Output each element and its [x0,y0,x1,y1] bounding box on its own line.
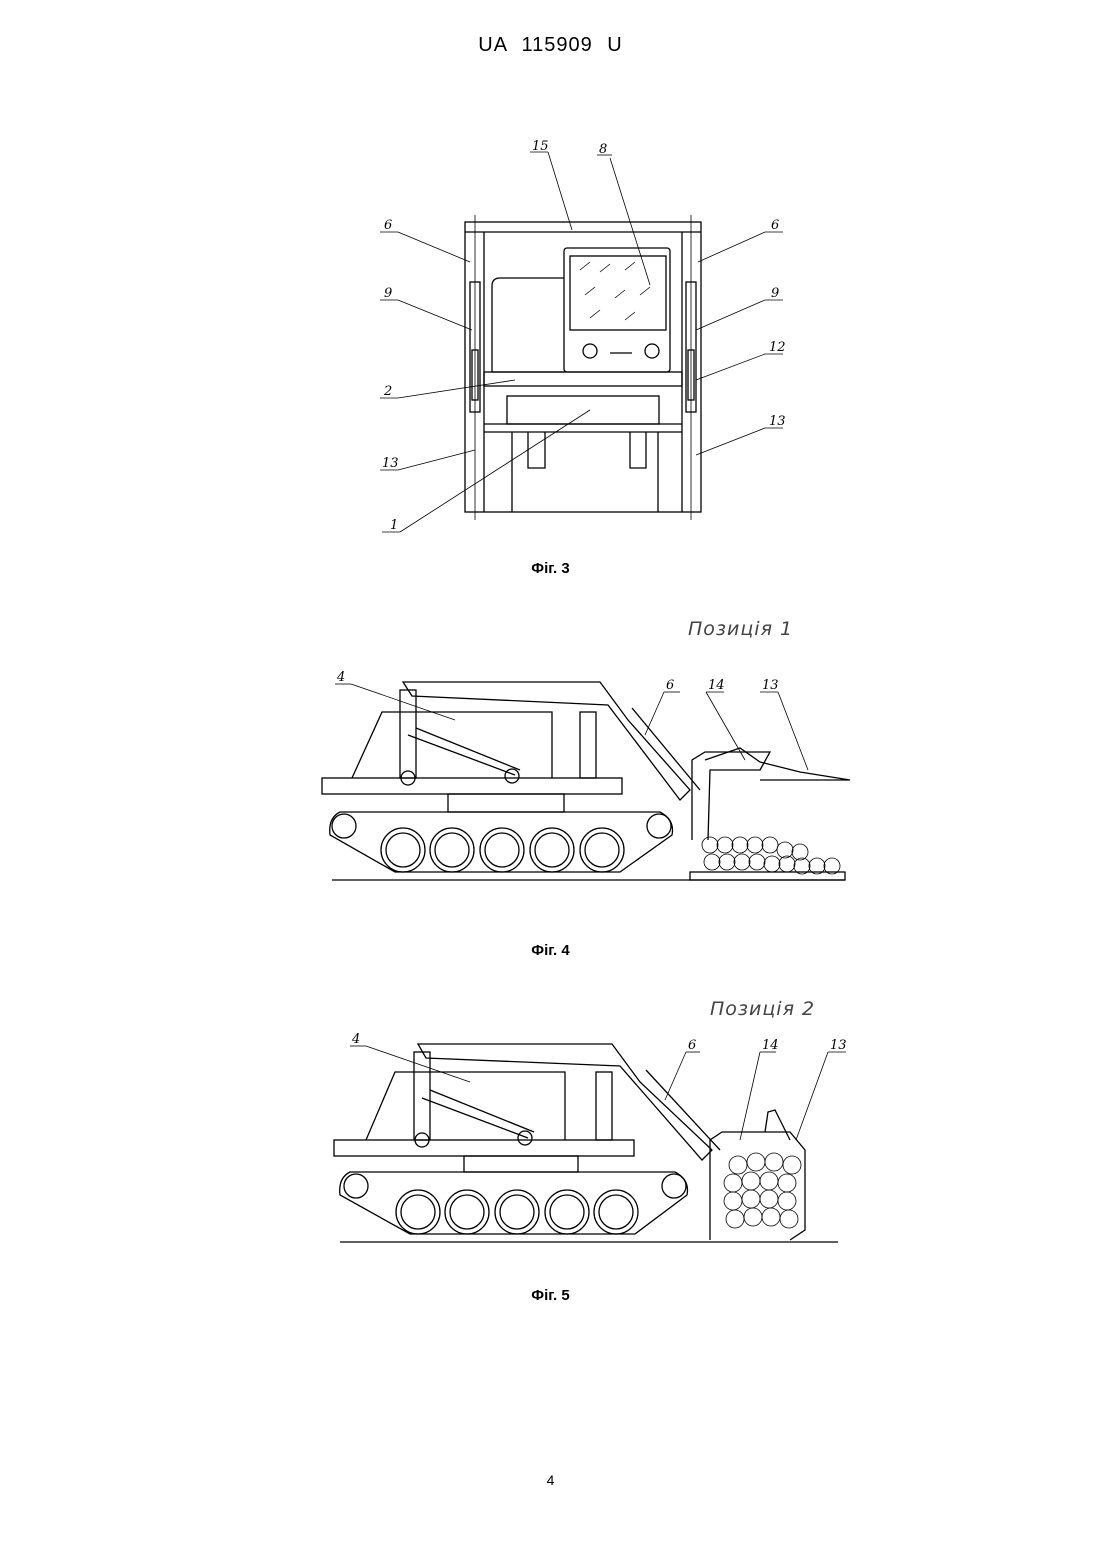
figure-5-caption: Фіг. 5 [0,1287,1101,1304]
page-number: 4 [0,1472,1101,1488]
fig5-label-13: 13 [830,1038,847,1053]
fig5-label-14: 14 [762,1038,779,1053]
fig5-label-6: 6 [688,1038,696,1053]
fig5-label-4: 4 [351,1032,360,1047]
